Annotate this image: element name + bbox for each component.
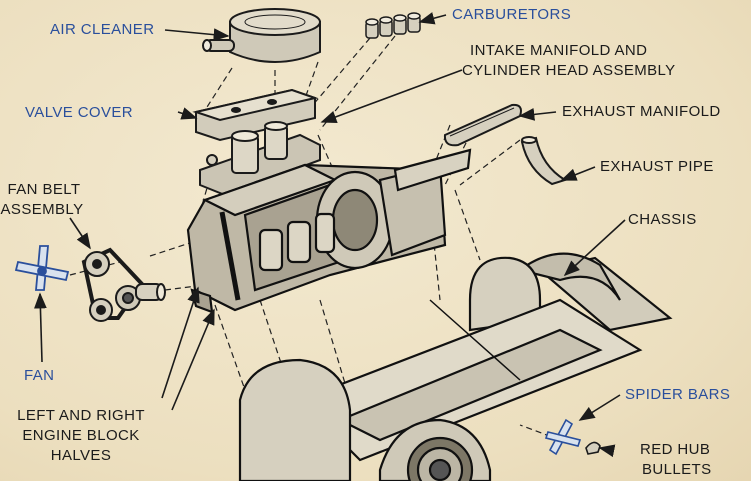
label-intake-manifold-line2: CYLINDER HEAD ASSEMBLY xyxy=(462,62,676,79)
leader-lines xyxy=(34,12,626,458)
label-exhaust-pipe: EXHAUST PIPE xyxy=(600,158,714,175)
exhaust-pipe-part xyxy=(520,136,568,186)
label-chassis: CHASSIS xyxy=(628,211,697,228)
intake-manifold-part xyxy=(199,121,321,197)
valve-cover-part xyxy=(192,88,319,142)
label-engine-block-line1: LEFT AND RIGHT xyxy=(17,407,145,424)
label-carburetors: CARBURETORS xyxy=(452,6,572,23)
label-fan-belt-line2: ASSEMBLY xyxy=(0,201,84,218)
fan-belt-assembly-part xyxy=(81,247,166,322)
label-intake-manifold-line1: INTAKE MANIFOLD AND xyxy=(470,42,648,59)
label-air-cleaner: AIR CLEANER xyxy=(50,21,155,38)
red-hub-bullet-part xyxy=(585,441,601,455)
spider-bars-part xyxy=(544,418,582,456)
chassis-part xyxy=(238,252,673,481)
fan-part xyxy=(14,245,70,291)
label-red-hub-line1: RED HUB xyxy=(640,441,711,458)
label-engine-block-line2: ENGINE BLOCK xyxy=(22,427,140,444)
label-exhaust-manifold: EXHAUST MANIFOLD xyxy=(562,103,721,120)
label-red-hub-line2: BULLETS xyxy=(642,461,712,478)
carburetors-part xyxy=(365,12,421,39)
label-fan-belt-line1: FAN BELT xyxy=(7,181,81,198)
exhaust-manifold-part xyxy=(443,103,522,147)
engine-block-part xyxy=(186,148,472,314)
label-fan: FAN xyxy=(24,367,55,384)
label-spider-bars: SPIDER BARS xyxy=(625,386,731,403)
air-cleaner-part xyxy=(202,8,321,63)
label-engine-block-line3: HALVES xyxy=(50,447,112,464)
label-valve-cover: VALVE COVER xyxy=(25,104,134,121)
